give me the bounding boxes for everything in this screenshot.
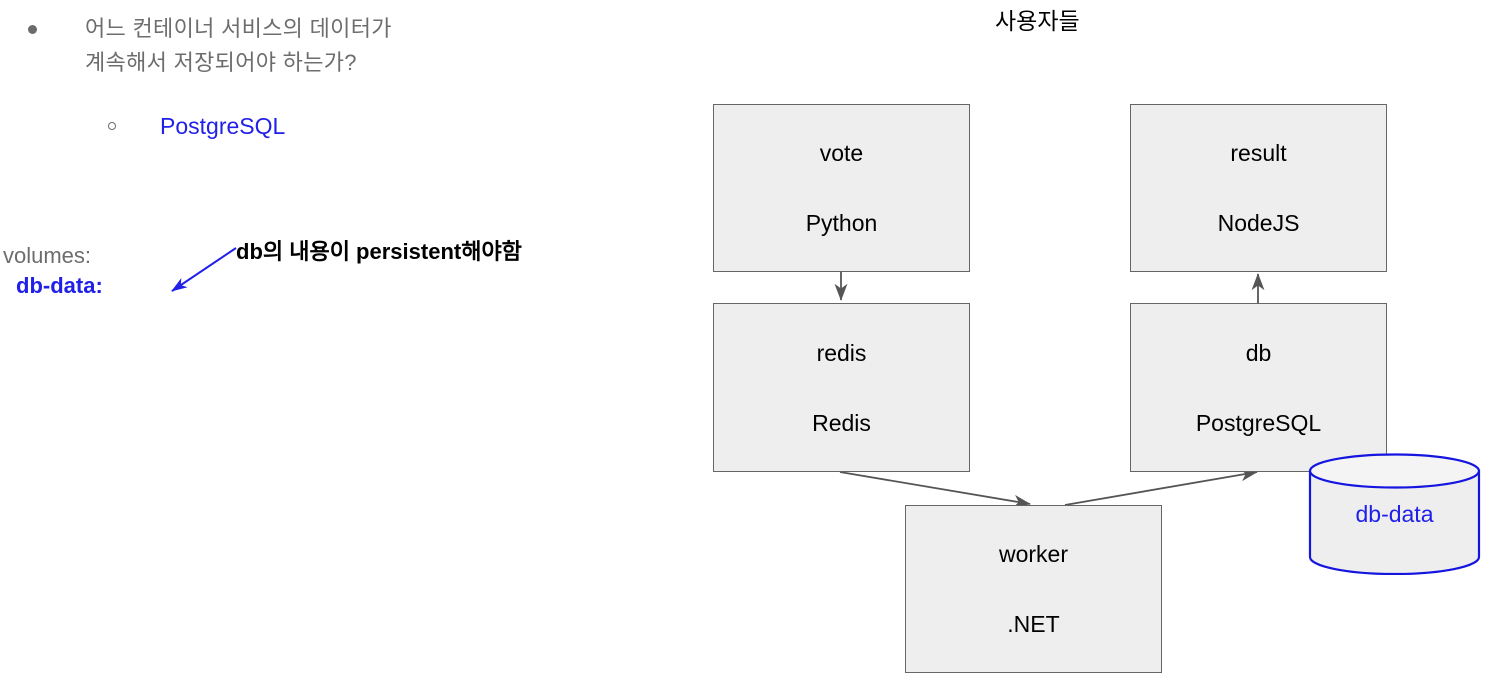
slide-text-pane: 어느 컨테이너 서비스의 데이터가 계속해서 저장되어야 하는가? Postgr…	[0, 0, 690, 679]
diagram-title: 사용자들	[995, 8, 1080, 34]
node-redis-tech: Redis	[812, 409, 871, 436]
node-vote-name: vote	[819, 140, 864, 166]
node-worker[interactable]: worker .NET	[905, 505, 1162, 673]
annotation-arrow-icon	[150, 238, 250, 313]
node-vote[interactable]: vote Python	[713, 104, 970, 272]
node-db[interactable]: db PostgreSQL	[1130, 303, 1387, 472]
node-result-name: result	[1230, 140, 1287, 166]
node-db-tech: PostgreSQL	[1195, 409, 1322, 436]
bullet-question-text: 어느 컨테이너 서비스의 데이터가 계속해서 저장되어야 하는가?	[85, 16, 392, 75]
edge-worker-db	[1064, 468, 1258, 506]
bullet-dot-icon	[28, 25, 37, 34]
volume-cylinder-db-data[interactable]: db-data	[1308, 453, 1481, 575]
edge-redis-worker	[839, 471, 1031, 508]
volume-name-label: db-data:	[16, 273, 103, 298]
sub-bullet-circle-icon	[108, 122, 116, 130]
node-redis[interactable]: redis Redis	[713, 303, 970, 472]
persistence-annotation-text: db의 내용이 persistent해야함	[236, 239, 522, 264]
node-vote-tech: Python	[805, 210, 878, 236]
node-worker-name: worker	[998, 541, 1068, 567]
node-redis-name: redis	[816, 339, 867, 366]
node-db-name: db	[1245, 339, 1272, 366]
cylinder-icon	[1308, 453, 1481, 575]
sub-bullet-answer-text: PostgreSQL	[160, 113, 286, 139]
node-result[interactable]: result NodeJS	[1130, 104, 1387, 272]
volumes-key-label: volumes:	[3, 243, 92, 268]
node-result-tech: NodeJS	[1217, 210, 1300, 236]
node-worker-tech: .NET	[1007, 611, 1060, 637]
